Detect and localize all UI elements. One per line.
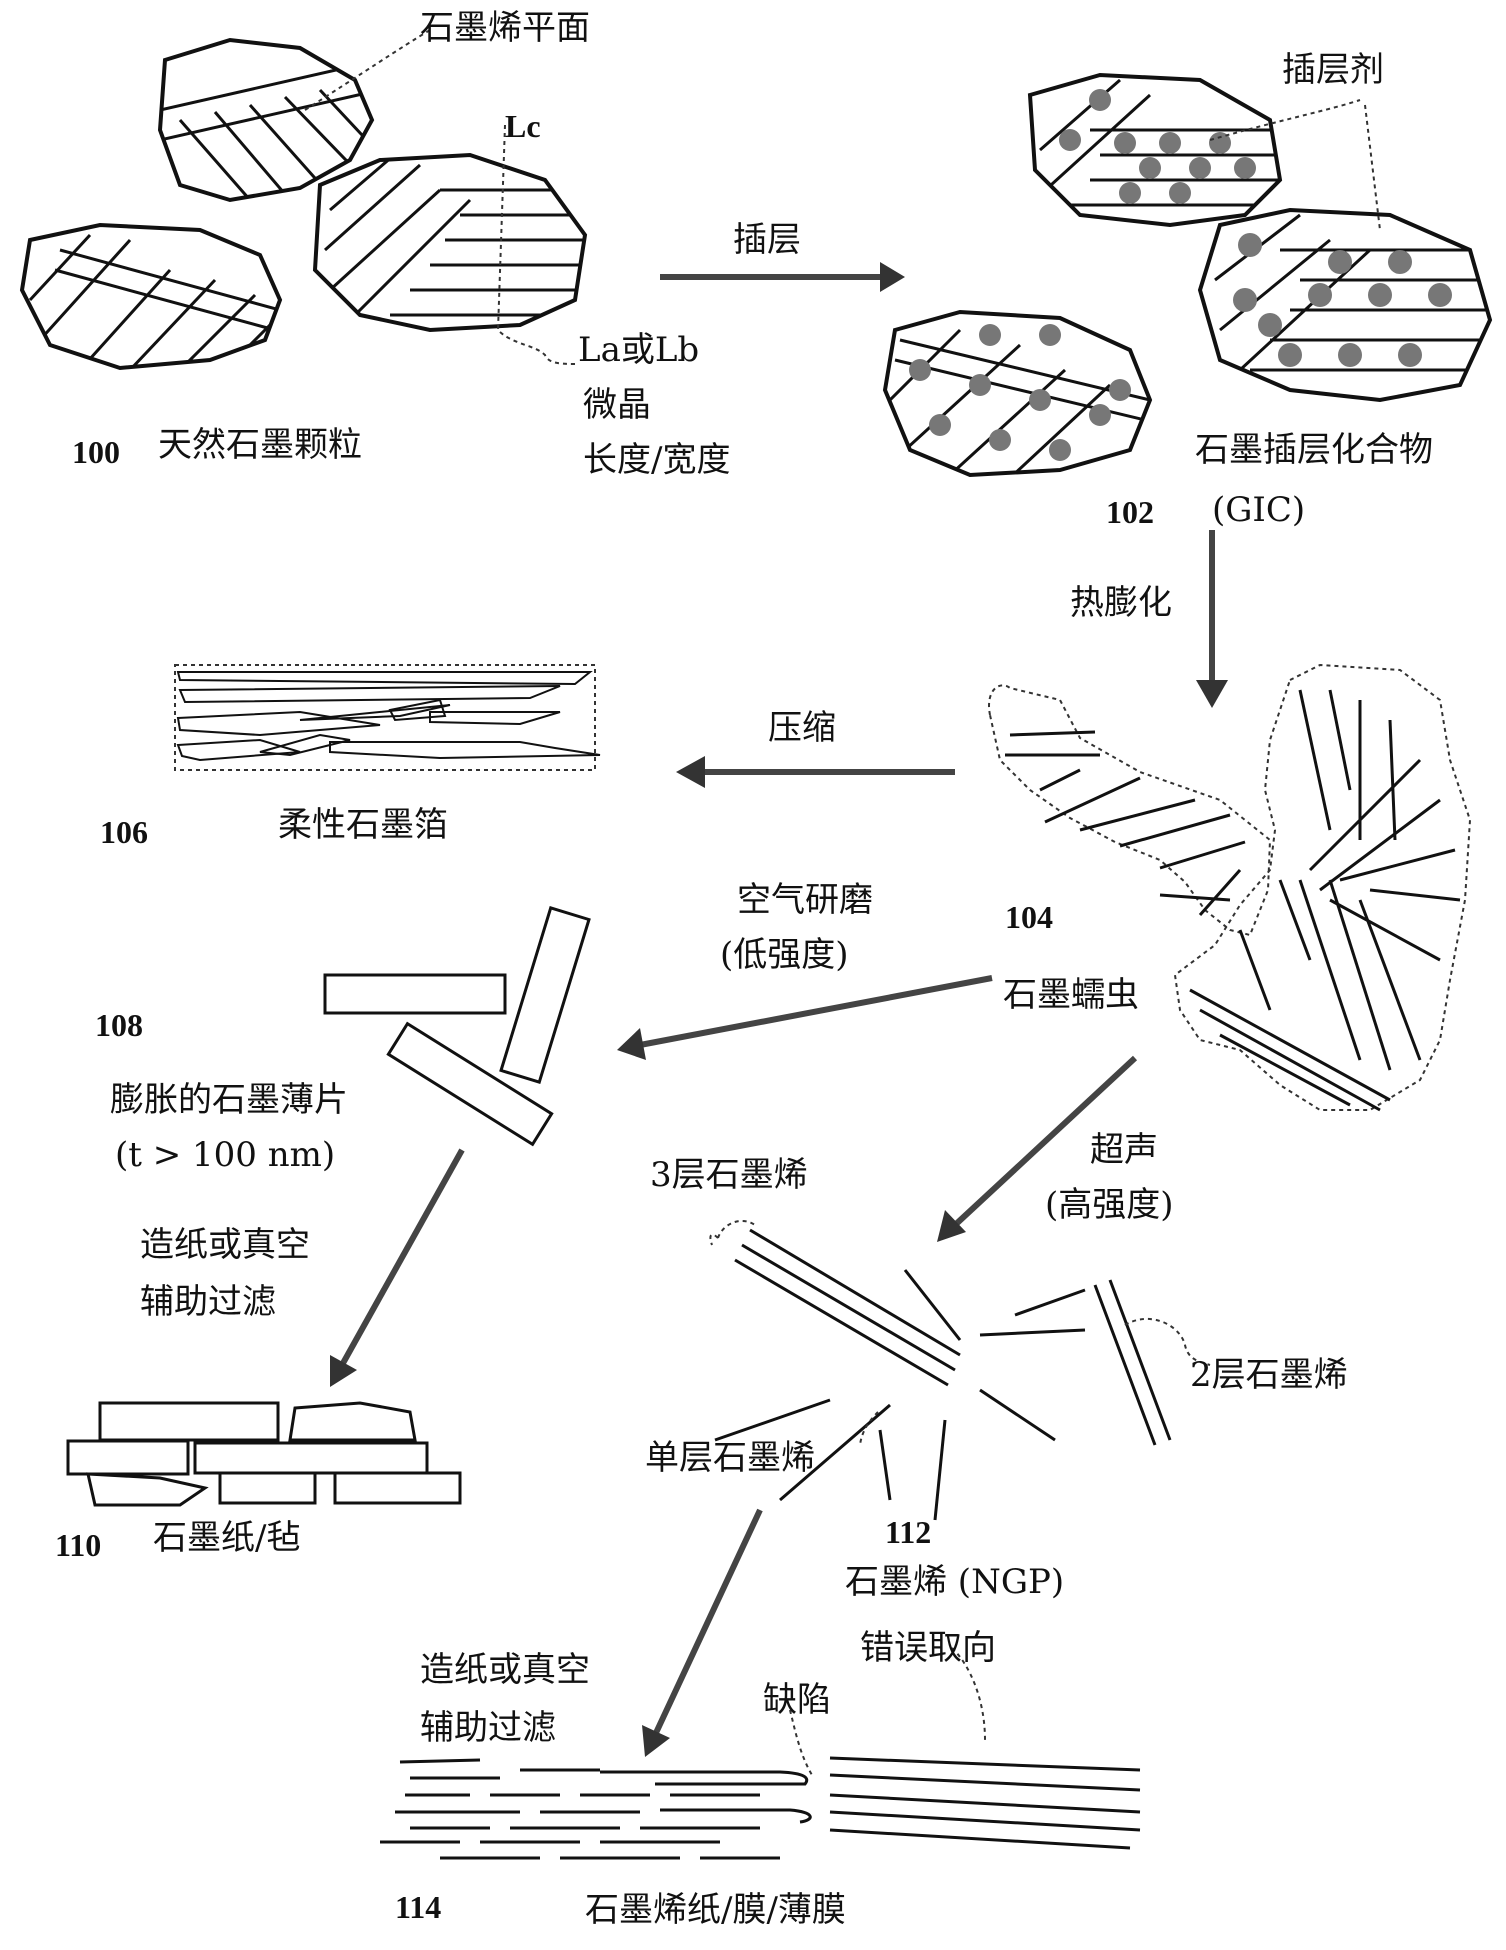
crystallite-label: 微晶 <box>583 385 651 425</box>
worm-label: 石墨蠕虫 <box>1003 975 1139 1015</box>
ultrasonic-label: 超声 <box>1090 1130 1158 1170</box>
papermaking-label-2b: 辅助过滤 <box>420 1708 556 1748</box>
expanded-graphite-flakes <box>323 905 591 1147</box>
gic-particles <box>882 72 1493 478</box>
paper-number: 110 <box>55 1527 102 1563</box>
papermaking-label-2a: 造纸或真空 <box>420 1650 590 1690</box>
monolayer-label: 单层石墨烯 <box>645 1438 815 1478</box>
worm-number: 104 <box>1005 899 1053 935</box>
gic-abbr-label: (GIC) <box>1212 490 1306 530</box>
intercalant-label: 插层剂 <box>1282 50 1384 90</box>
film-label: 石墨烯纸/膜/薄膜 <box>585 1890 846 1930</box>
natural-graphite-particles <box>19 29 588 371</box>
flakes-label: 膨胀的石墨薄片 <box>110 1080 348 1120</box>
flexible-graphite-foil <box>174 664 601 771</box>
papermaking-label-1b: 辅助过滤 <box>140 1282 276 1322</box>
misorientation-label: 错误取向 <box>860 1628 996 1668</box>
la-lb-label: La或Lb <box>578 330 700 370</box>
foil-label: 柔性石墨箔 <box>278 805 448 845</box>
ngp-label: 石墨烯 (NGP) <box>845 1562 1065 1602</box>
thermal-expansion-label: 热膨化 <box>1070 583 1172 623</box>
low-intensity-label: (低强度) <box>720 935 849 975</box>
graphene-plane-label: 石墨烯平面 <box>420 8 590 48</box>
natural-graphite-label: 天然石墨颗粒 <box>158 425 362 465</box>
lc-label: Lc <box>505 108 541 144</box>
ngp-number: 112 <box>885 1514 932 1550</box>
process-arrows <box>330 262 1228 1757</box>
defect-label: 缺陷 <box>763 1680 831 1720</box>
high-intensity-label: (高强度) <box>1045 1185 1174 1225</box>
gic-label: 石墨插层化合物 <box>1195 430 1433 470</box>
graphene-ngp-burst <box>709 1219 1211 1521</box>
trilayer-label: 3层石墨烯 <box>650 1155 808 1195</box>
gic-number: 102 <box>1106 494 1154 530</box>
intercalation-label: 插层 <box>733 220 801 260</box>
bilayer-label: 2层石墨烯 <box>1190 1355 1348 1395</box>
natural-graphite-number: 100 <box>72 434 120 470</box>
papermaking-label-1a: 造纸或真空 <box>140 1225 310 1265</box>
length-width-label: 长度/宽度 <box>583 440 731 480</box>
graphite-paper-felt <box>66 1401 462 1507</box>
compression-label: 压缩 <box>768 708 836 748</box>
film-number: 114 <box>395 1889 442 1925</box>
foil-number: 106 <box>100 814 148 850</box>
flakes-number: 108 <box>95 1007 143 1043</box>
air-milling-label: 空气研磨 <box>737 880 873 920</box>
paper-label: 石墨纸/毡 <box>153 1518 301 1558</box>
flakes-thickness-label: (t > 100 nm) <box>115 1135 336 1175</box>
graphite-worm <box>988 663 1472 1112</box>
graphene-paper-film <box>380 1647 1141 1860</box>
